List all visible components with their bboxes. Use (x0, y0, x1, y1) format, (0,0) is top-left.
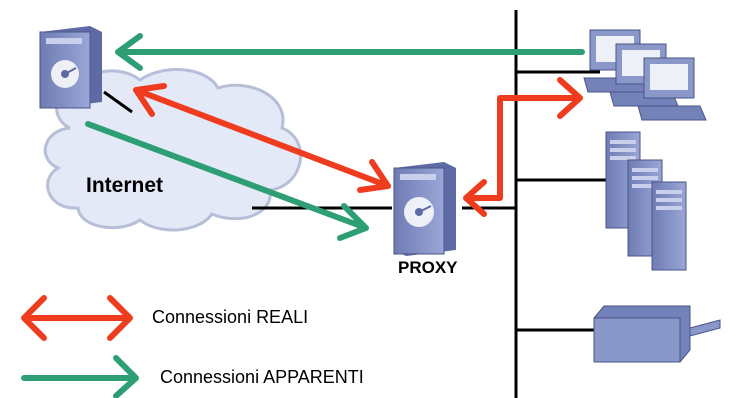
real-arrow-server-proxy (133, 83, 391, 193)
legend-real-label: Connessioni REALI (152, 307, 309, 327)
proxy-label: PROXY (398, 258, 458, 277)
network-lines (103, 10, 608, 398)
apparent-arrow-workstation-to-server (115, 33, 585, 71)
apparent-connections (85, 33, 585, 241)
apparent-arrow-server-to-proxy (85, 121, 369, 241)
printer-icon (593, 305, 721, 363)
legend-real-arrow (21, 295, 133, 341)
internet-label: Internet (86, 174, 164, 197)
real-connections (133, 77, 583, 217)
remote-server-icon (39, 26, 102, 109)
server-cluster-icon (605, 131, 687, 271)
real-arrow-proxy-workstation (463, 77, 583, 217)
legend-apparent-label: Connessioni APPARENTI (160, 367, 364, 387)
proxy-server-icon (393, 162, 456, 256)
link-remote-server (103, 90, 133, 114)
workstations-icon (583, 29, 707, 121)
legend-apparent-arrow (21, 355, 139, 398)
